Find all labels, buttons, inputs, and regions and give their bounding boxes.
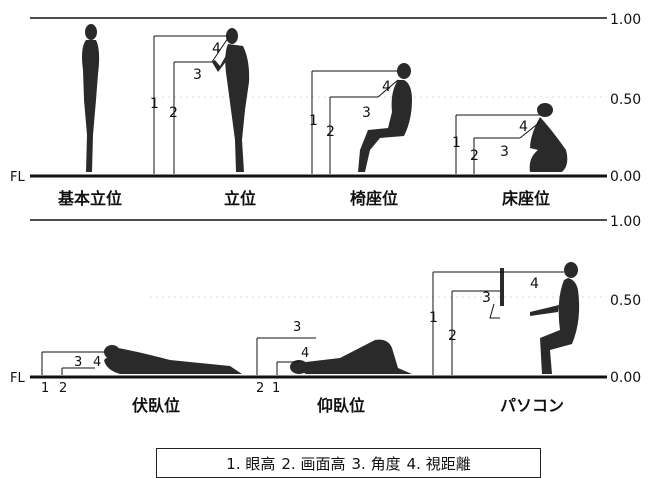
dim-label-1: 1 — [429, 310, 438, 326]
posture-label-basic: 基本立位 — [57, 189, 122, 208]
dims-standing — [153, 35, 229, 174]
dims-floor — [455, 114, 541, 174]
dim-label-4: 4 — [519, 119, 528, 135]
dim-label-2: 2 — [470, 148, 479, 164]
posture-label-standing: 立位 — [224, 189, 256, 208]
dim-label-3: 3 — [193, 67, 202, 83]
dim-label-4: 4 — [93, 355, 101, 370]
bottom-floor-label: FL — [10, 371, 25, 386]
dim-label-4: 4 — [212, 41, 221, 57]
legend-box: 1. 眼高 2. 画面高 3. 角度 4. 視距離 — [156, 448, 541, 478]
figure-standing-device — [212, 28, 250, 172]
top-tick-050: 0.50 — [610, 92, 641, 108]
top-floor-label: FL — [10, 170, 25, 185]
dim-label-4: 4 — [530, 276, 539, 292]
dim-label-1: 1 — [309, 113, 318, 129]
top-panel: 1.00 0.50 0.00 FL 1 2 3 4 — [10, 12, 641, 208]
legend-item: 1. 眼高 — [226, 454, 276, 473]
figure-basic-standing — [82, 24, 100, 172]
dim-label-3: 3 — [482, 290, 491, 306]
posture-label-supine: 仰臥位 — [317, 396, 365, 415]
dim-label-4: 4 — [301, 346, 309, 361]
dims-prone — [41, 351, 105, 375]
legend-item: 4. 視距離 — [406, 454, 471, 473]
top-tick-000: 0.00 — [610, 169, 641, 185]
legend-item: 3. 角度 — [351, 454, 401, 473]
dim-label-3: 3 — [500, 144, 509, 160]
bottom-panel: 1.00 0.50 0.00 FL 1 2 3 4 2 — [10, 214, 641, 415]
dim-label-2: 2 — [256, 381, 264, 396]
bottom-tick-000: 0.00 — [610, 370, 641, 386]
posture-label-prone: 伏臥位 — [132, 396, 180, 415]
posture-label-pc: パソコン — [500, 396, 564, 415]
posture-label-floor: 床座位 — [502, 189, 550, 208]
dim-label-1: 1 — [272, 381, 280, 396]
dim-label-3: 3 — [362, 105, 371, 121]
dims-chair — [311, 70, 399, 174]
figure-pc-seated — [500, 262, 580, 374]
dim-label-1: 1 — [41, 381, 49, 396]
figure-chair-seated — [358, 63, 412, 172]
dims-pc — [432, 271, 564, 375]
bottom-tick-050: 0.50 — [610, 293, 641, 309]
dim-label-3: 3 — [74, 355, 82, 370]
dim-label-1: 1 — [150, 96, 159, 112]
figure-prone — [104, 345, 242, 374]
dim-label-2: 2 — [448, 328, 457, 344]
top-tick-100: 1.00 — [610, 12, 641, 28]
dims-supine — [256, 337, 316, 375]
figure-supine — [290, 339, 412, 374]
dim-label-2: 2 — [326, 124, 335, 140]
dim-label-3: 3 — [293, 320, 301, 335]
dim-label-2: 2 — [169, 105, 178, 121]
bottom-tick-100: 1.00 — [610, 214, 641, 230]
posture-label-chair: 椅座位 — [350, 189, 398, 208]
dim-label-2: 2 — [59, 381, 67, 396]
dim-label-4: 4 — [382, 79, 391, 95]
figure-floor-seated — [529, 103, 568, 172]
legend-item: 2. 画面高 — [281, 454, 346, 473]
dim-label-1: 1 — [452, 135, 461, 151]
